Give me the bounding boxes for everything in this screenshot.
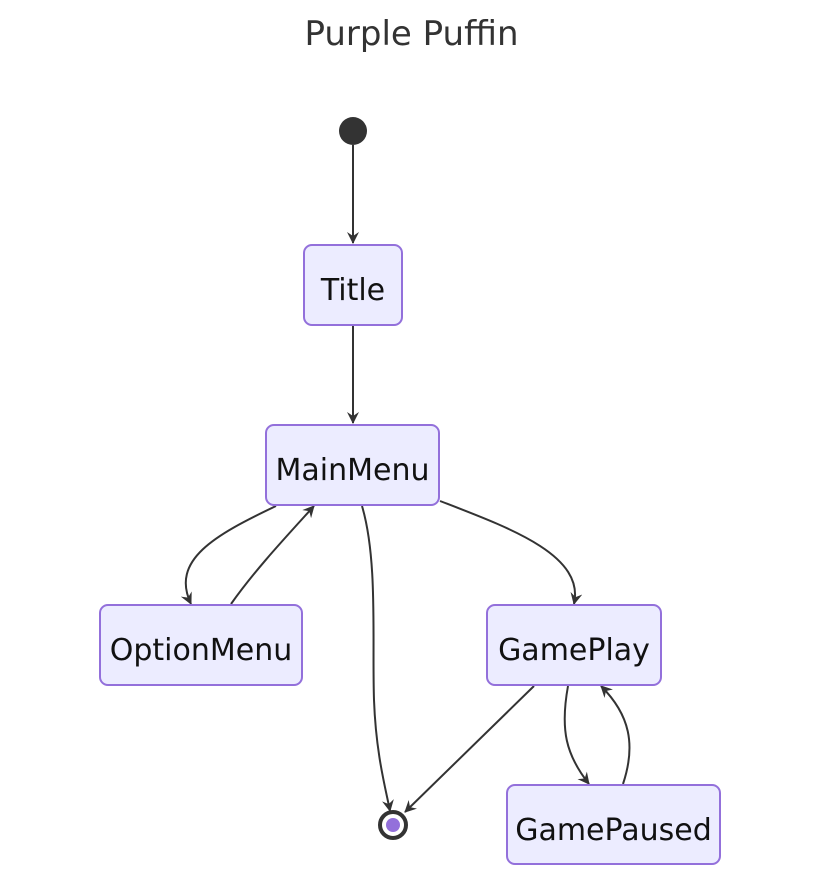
state-gameplay-box (486, 604, 662, 686)
state-optionmenu-box (99, 604, 303, 686)
state-gameplay-label: GamePlay (498, 633, 650, 668)
start-node (339, 117, 367, 145)
state-title: Title (303, 244, 403, 326)
state-mainmenu-box (265, 424, 440, 506)
edge-mainmenu-gameplay (439, 500, 583, 605)
state-gamepaused: GamePaused (506, 784, 721, 865)
state-optionmenu: OptionMenu (99, 604, 303, 686)
end-node-core (386, 818, 400, 832)
state-gamepaused-box (506, 784, 721, 865)
edge-mainmenu-end (361, 505, 394, 812)
edge-mainmenu-optionmenu (180, 505, 277, 605)
edge-gamepaused-gameplay (600, 685, 631, 785)
edge-optionmenu-mainmenu (230, 505, 315, 605)
edge-gameplay-end (404, 685, 535, 813)
edge-gameplay-gamepaused (563, 685, 590, 785)
state-title-label: Title (320, 273, 385, 308)
end-node (378, 810, 408, 840)
state-title-box (303, 244, 403, 326)
diagram-title: Purple Puffin (304, 14, 519, 54)
state-gamepaused-label: GamePaused (515, 813, 712, 848)
state-mainmenu: MainMenu (265, 424, 440, 506)
state-mainmenu-label: MainMenu (276, 453, 430, 488)
state-optionmenu-label: OptionMenu (110, 633, 293, 668)
state-gameplay: GamePlay (486, 604, 662, 686)
